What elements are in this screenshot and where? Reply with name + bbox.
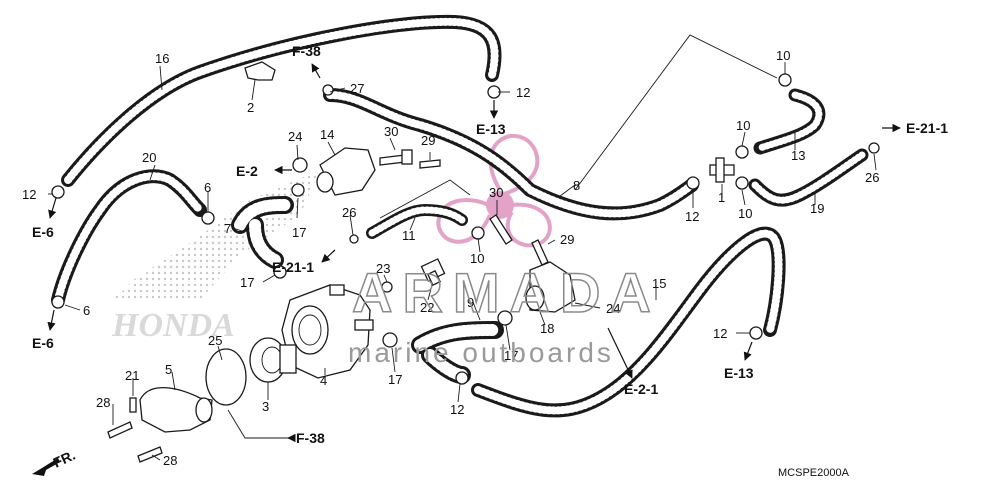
diagram-code: MCSPE2000A — [778, 467, 850, 479]
part-label: 12 — [516, 85, 530, 100]
gasket-icon — [205, 348, 247, 406]
ref-e21-bottom: E-2-1 — [624, 381, 658, 397]
part-label: 20 — [142, 150, 156, 165]
ref-e211-right: E-21-1 — [906, 120, 948, 136]
part-label: 19 — [810, 201, 824, 216]
part-label: 29 — [421, 133, 435, 148]
part-label: 25 — [208, 333, 222, 348]
part-label: 29 — [560, 232, 574, 247]
part-label: 12 — [713, 326, 727, 341]
part-label: 5 — [165, 362, 172, 377]
part-label: 21 — [125, 368, 139, 383]
leader-lines — [48, 34, 877, 461]
clamp-icon — [51, 73, 880, 385]
part-label: 14 — [320, 127, 334, 142]
part-label: 12 — [22, 187, 36, 202]
part-label: 23 — [376, 261, 390, 276]
part-label: 17 — [504, 348, 518, 363]
part-label: 17 — [388, 372, 402, 387]
thermostat-cover-icon — [139, 386, 213, 433]
ref-e2: E-2 — [236, 163, 258, 179]
watermark-brand: ARMADA — [352, 261, 661, 324]
part-label: 7 — [224, 221, 231, 236]
part-label: 6 — [83, 303, 90, 318]
watermark-tagline: marine outboards — [348, 337, 614, 368]
part-label: 26 — [865, 170, 879, 185]
ref-e6-b: E-6 — [32, 335, 54, 351]
part-label: 27 — [350, 81, 364, 96]
part-label: 8 — [573, 178, 580, 193]
ref-e211-mid: E-21-1 — [272, 259, 314, 275]
part-label: 17 — [240, 275, 254, 290]
part-label: 24 — [606, 301, 620, 316]
part-label: 30 — [384, 124, 398, 139]
part-label: 6 — [204, 180, 211, 195]
part-label: 10 — [470, 251, 484, 266]
reference-labels: F-38 E-13 E-21-1 E-2 E-6 E-21-1 E-6 E-2-… — [32, 43, 948, 446]
ref-f38-bottom: F-38 — [296, 430, 325, 446]
part-label: 24 — [288, 129, 302, 144]
part-label: 10 — [736, 118, 750, 133]
connector-icon — [316, 147, 376, 196]
part-label: 12 — [450, 402, 464, 417]
part-label: 16 — [155, 51, 169, 66]
part-label: 1 — [718, 190, 725, 205]
part-label: 12 — [685, 209, 699, 224]
part-label: 4 — [320, 373, 327, 388]
front-direction-arrow-icon: FR. — [32, 447, 78, 476]
connector-icon — [525, 261, 576, 313]
part-number-labels: 16 2 27 12 10 24 14 30 29 8 10 13 26 1 1… — [22, 48, 879, 468]
part-label: 9 — [467, 295, 474, 310]
ref-f38-top: F-38 — [292, 43, 321, 59]
hose-clip-icon — [244, 61, 276, 81]
part-label: 18 — [540, 321, 554, 336]
part-label: 22 — [420, 300, 434, 315]
part-label: 10 — [776, 48, 790, 63]
thermostat-icon — [249, 337, 297, 383]
tee-joint-icon — [709, 157, 735, 183]
ref-e13-right: E-13 — [724, 365, 754, 381]
part-label: 2 — [247, 100, 254, 115]
front-direction-label: FR. — [51, 447, 78, 471]
honda-text: HONDA — [111, 307, 235, 344]
part-label: 13 — [791, 148, 805, 163]
part-label: 26 — [342, 205, 356, 220]
part-label: 28 — [163, 453, 177, 468]
hose-group — [51, 14, 869, 418]
part-label: 17 — [292, 225, 306, 240]
part-label: 10 — [738, 206, 752, 221]
reference-arrows — [47, 63, 901, 443]
part-label: 3 — [262, 399, 269, 414]
ref-e6-a: E-6 — [32, 224, 54, 240]
part-label: 15 — [652, 276, 666, 291]
bolt-icon — [107, 149, 549, 463]
part-label: 28 — [96, 395, 110, 410]
part-label: 11 — [402, 228, 416, 243]
sensor-icon — [420, 258, 446, 286]
thermostat-housing-icon — [281, 284, 374, 379]
part-label: 30 — [489, 185, 503, 200]
ref-e13-top: E-13 — [476, 121, 506, 137]
armada-logo-icon — [436, 133, 552, 248]
